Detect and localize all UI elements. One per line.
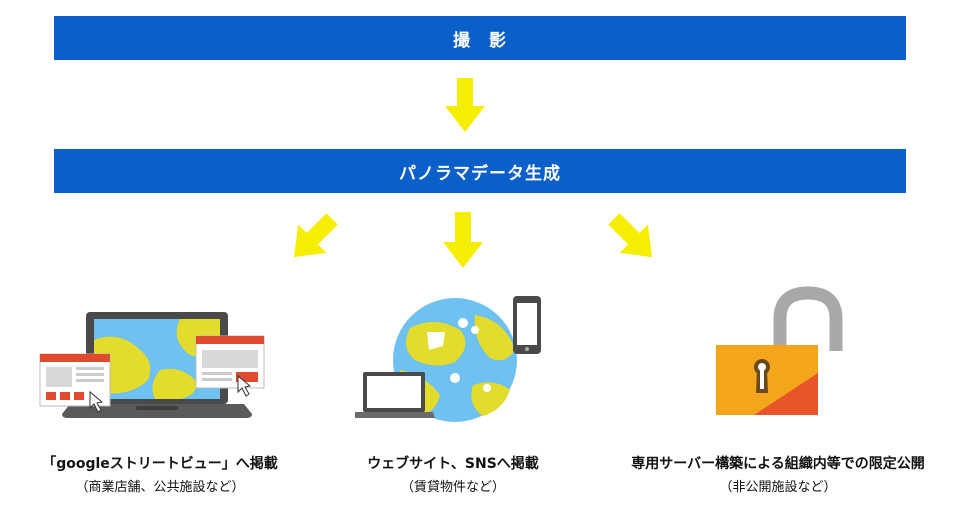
output-web-sns-subtitle: （賃貸物件など） — [400, 480, 505, 495]
globe-devices-icon — [355, 296, 541, 422]
output-street-view-title: 「googleストリートビュー」へ掲載 — [42, 456, 278, 472]
arrow-down-center-icon — [443, 212, 483, 268]
output-private-server-subtitle: （非公開施設など） — [719, 480, 837, 495]
output-private-server-title: 専用サーバー構築による組織内等での限定公開 — [631, 456, 925, 472]
output-web-sns-title: ウェブサイト、SNSへ掲載 — [367, 456, 539, 472]
laptop-browser-icon — [39, 312, 265, 418]
step-generate-bar: パノラマデータ生成 — [54, 149, 906, 193]
open-padlock-icon — [716, 286, 843, 415]
step-generate-label: パノラマデータ生成 — [399, 163, 561, 184]
output-private-server-caption: 専用サーバー構築による組織内等での限定公開 （非公開施設など） — [618, 454, 938, 498]
output-street-view-subtitle: （商業店舗、公共施設など） — [75, 480, 245, 495]
arrow-down-left-icon — [293, 213, 338, 258]
arrow-down-icon — [445, 78, 485, 132]
output-street-view-caption: 「googleストリートビュー」へ掲載 （商業店舗、公共施設など） — [0, 454, 320, 498]
step-shoot-bar: 撮 影 — [54, 16, 906, 60]
output-web-sns-caption: ウェブサイト、SNSへ掲載 （賃貸物件など） — [293, 454, 613, 498]
arrow-down-right-icon — [608, 213, 653, 258]
step-shoot-label: 撮 影 — [453, 30, 507, 51]
